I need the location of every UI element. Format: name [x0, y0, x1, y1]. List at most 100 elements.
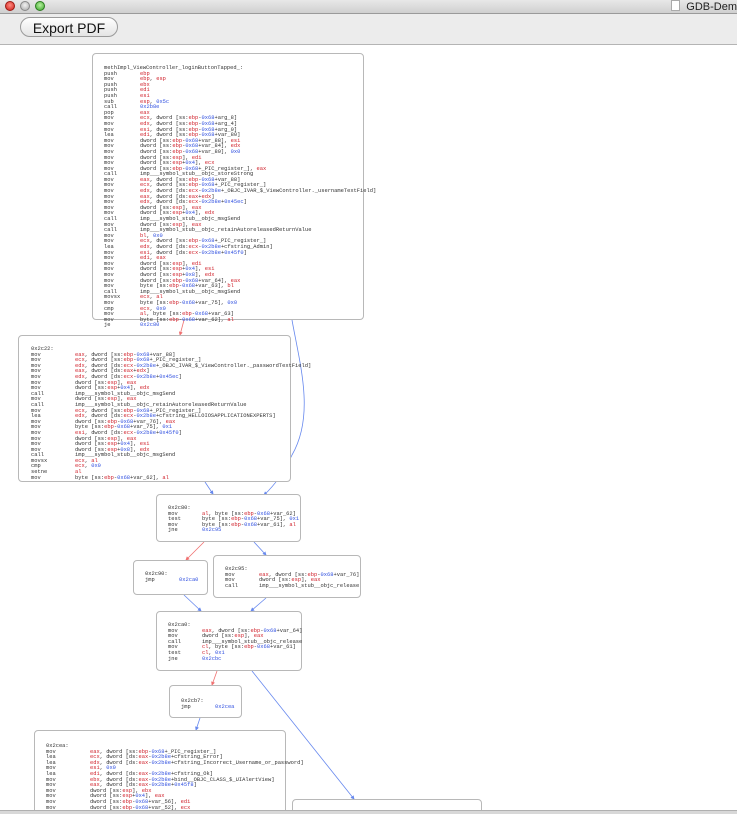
edge-0x2cb7-to-0x2cea — [195, 717, 201, 731]
register-token: eax — [256, 165, 267, 172]
register-token: eax — [202, 627, 212, 634]
register-token: ebx — [90, 776, 100, 783]
mnemonic: sub — [104, 98, 114, 105]
register-token: eax — [140, 109, 150, 116]
block-label: 0x2cb7: — [181, 698, 204, 704]
immediate-token: 0x68 — [151, 748, 165, 755]
register-token: edx — [201, 193, 212, 200]
mnemonic: call — [31, 401, 44, 408]
horizontal-scrollbar[interactable] — [0, 810, 737, 814]
mnemonic: mov — [31, 373, 41, 380]
operands: eax, dword [ss:ebp-0x68+var_64] — [202, 627, 303, 634]
export-pdf-button[interactable]: Export PDF — [20, 17, 118, 37]
operands: esp, 0x5c — [140, 98, 170, 105]
register-token: ebp — [140, 76, 150, 83]
operands: byte [ss:ebp-0x68+var_63], bl — [140, 283, 234, 290]
immediate-token: 0x68 — [185, 277, 199, 284]
register-token: eax — [188, 193, 199, 200]
immediate-token: 0x45ec — [159, 373, 179, 380]
register-token: ecx — [188, 199, 199, 206]
operands: imp___symbol_stub__objc_msgSend — [140, 216, 241, 223]
zoom-window-button[interactable] — [35, 1, 45, 11]
immediate-token: 0x2b8e — [136, 373, 156, 380]
edge-0x2c90-to-0x2ca0 — [183, 594, 202, 612]
immediate-token: 0x45f0 — [159, 429, 179, 436]
register-token: ebp — [172, 277, 183, 284]
register-token: ebx — [141, 787, 152, 794]
document-icon — [671, 0, 681, 11]
mnemonic: lea — [104, 132, 114, 139]
register-token: eax — [126, 396, 137, 403]
close-window-button[interactable] — [5, 1, 15, 11]
mnemonic: mov — [104, 232, 114, 239]
register-token: ebp — [172, 143, 183, 150]
register-token: ecx — [123, 362, 134, 369]
register-token: edx — [140, 244, 150, 250]
register-token: esp — [234, 633, 245, 640]
register-token: esp — [107, 379, 118, 386]
operands: eax, dword [ss:ebp-0x68+var_76] — [259, 571, 360, 578]
instruction-line: push esi — [104, 92, 376, 100]
mnemonic: push — [104, 92, 117, 99]
mnemonic: call — [104, 227, 117, 234]
basic-block-0x2cbc[interactable] — [292, 799, 482, 810]
immediate-token: 0x2ca0 — [179, 576, 199, 583]
minimize-window-button[interactable] — [20, 1, 30, 11]
operands: 0x2b8e — [140, 104, 159, 110]
operands: edx, dword [ds:ecx-0x2b8e+cfstring_HELLO… — [75, 413, 276, 420]
immediate-token: 0x2b8e — [151, 776, 171, 783]
control-flow-graph[interactable]: methImpl_ViewController_loginButtonTappe… — [0, 45, 737, 810]
mnemonic: push — [104, 87, 117, 94]
register-token: esi — [140, 92, 150, 99]
register-token: edx — [140, 188, 150, 195]
register-token: ebp — [172, 165, 183, 172]
register-token: al — [202, 510, 209, 517]
register-token: ebp — [231, 516, 241, 523]
immediate-token: 0x68 — [136, 351, 150, 358]
mnemonic: lea — [104, 244, 114, 250]
immediate-token: 0x68 — [185, 165, 199, 172]
register-token: esp — [107, 435, 118, 442]
mnemonic: mov — [104, 316, 114, 323]
register-token: ecx — [123, 373, 134, 380]
register-token: ebp — [307, 571, 318, 578]
operands: esi, dword [ds:ecx-0x2b8e+0x45f0] — [140, 249, 247, 256]
register-token: ecx — [188, 249, 199, 256]
register-token: ecx — [75, 407, 85, 414]
register-token: ebp — [169, 316, 179, 323]
register-token: ecx — [204, 160, 215, 167]
mnemonic: mov — [104, 76, 114, 83]
operands: 0x2cbc — [202, 656, 221, 662]
operands: dword [ss:esp], eax — [140, 221, 202, 228]
operands: edx, dword [ds:ecx-0x2b8e+0x45ec] — [75, 373, 182, 380]
window-title-text: GDB-Dem — [686, 1, 737, 13]
operands: dword [ss:esp], edi — [140, 260, 202, 267]
instruction-line: mov edx, dword [ds:ecx-0x2b8e+0x45ec] — [31, 373, 311, 381]
operands: dword [ss:ebp-0x68+var_56], edi — [90, 798, 191, 805]
immediate-token: 0x68 — [135, 798, 149, 805]
operands: ecx, dword [ss:ebp-0x68+_PIC_register_] — [140, 182, 267, 189]
operands: dword [ss:esp], ebx — [90, 787, 152, 794]
immediate-token: 0x68 — [120, 418, 134, 425]
immediate-token: 0x2b8e — [201, 244, 221, 250]
register-token: bl — [140, 232, 147, 239]
mnemonic: mov — [168, 510, 178, 517]
basic-block-main[interactable]: methImpl_ViewController_loginButtonTappe… — [92, 53, 376, 328]
operands: dword [ss:esp+0x8], edx — [75, 446, 150, 453]
mnemonic: mov — [104, 182, 114, 189]
